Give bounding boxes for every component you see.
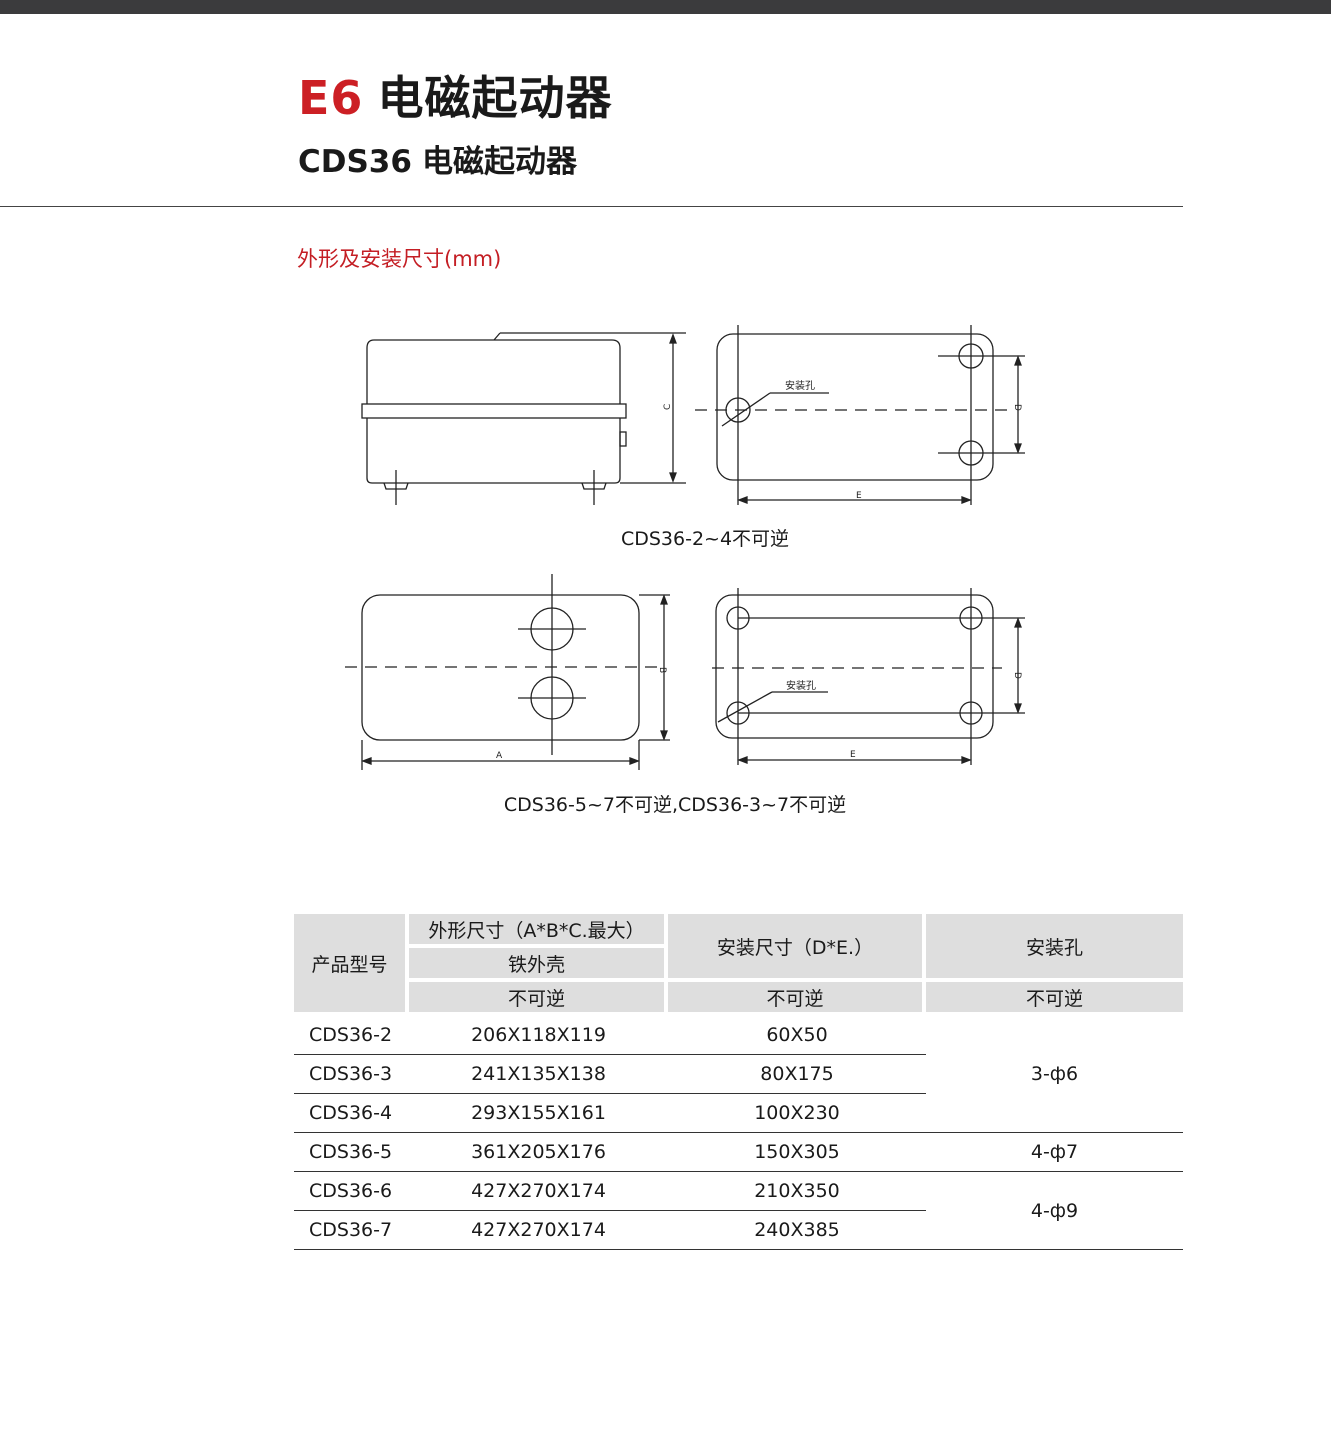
table-row: CDS36-2 206X118X119 60X50 3-ф6: [294, 1016, 1183, 1133]
table-row: CDS36-5 361X205X176 150X305 4-ф7: [294, 1133, 1183, 1172]
header-housing: 铁外壳: [409, 948, 668, 982]
cell-hole: 4-ф7: [926, 1133, 1183, 1172]
cell-model: CDS36-4: [294, 1094, 409, 1133]
cell-model: CDS36-6: [294, 1172, 409, 1211]
cell-mounting: 150X305: [668, 1133, 926, 1172]
cell-outline: 241X135X138: [409, 1055, 668, 1094]
cell-mounting: 240X385: [668, 1211, 926, 1250]
section-title: 电磁起动器: [377, 71, 613, 125]
label-e-2: E: [850, 750, 856, 760]
label-d-2: D: [1012, 672, 1022, 679]
cell-outline: 206X118X119: [409, 1016, 668, 1055]
side-view-drawing: [361, 332, 686, 505]
label-e-1: E: [856, 491, 862, 501]
label-mount-hole-1: 安装孔: [785, 379, 815, 392]
header-outline: 外形尺寸（A*B*C.最大）: [409, 914, 668, 948]
header-model: 产品型号: [294, 914, 409, 1016]
label-c: C: [663, 404, 673, 410]
front-view-drawing: [345, 574, 670, 770]
top-view-drawing-2: [712, 588, 1025, 765]
section-heading: 外形及安装尺寸(mm): [297, 247, 502, 271]
header-hole: 安装孔: [926, 914, 1183, 982]
product-code: CDS36: [298, 144, 412, 180]
drawing-caption-2: CDS36-5~7不可逆,CDS36-3~7不可逆: [503, 794, 847, 816]
drawing-caption-1: CDS36-2~4不可逆: [620, 528, 790, 550]
label-mount-hole-2: 安装孔: [786, 679, 816, 692]
top-view-drawing-1: [695, 325, 1025, 505]
cell-mounting: 60X50: [668, 1016, 926, 1055]
table-row: CDS36-6 427X270X174 210X350 4-ф9: [294, 1172, 1183, 1250]
header-nonrev-outline: 不可逆: [409, 982, 668, 1016]
cell-mounting: 210X350: [668, 1172, 926, 1211]
cell-outline: 361X205X176: [409, 1133, 668, 1172]
label-a: A: [496, 751, 503, 761]
table-row: CDS36-7 427X270X174 240X385: [294, 1211, 1183, 1250]
table-row: CDS36-3 241X135X138 80X175: [294, 1055, 1183, 1094]
cell-outline: 427X270X174: [409, 1211, 668, 1250]
section-code: E6: [298, 71, 364, 125]
cell-model: CDS36-7: [294, 1211, 409, 1250]
table-row: CDS36-4 293X155X161 100X230: [294, 1094, 1183, 1133]
header-divider: [0, 206, 1183, 207]
cell-hole: 4-ф9: [926, 1172, 1183, 1250]
cell-outline: 427X270X174: [409, 1172, 668, 1211]
label-d-1: D: [1012, 404, 1022, 411]
cell-hole: 3-ф6: [926, 1016, 1183, 1133]
cell-mounting: 80X175: [668, 1055, 926, 1094]
label-b: B: [657, 667, 667, 673]
cell-model: CDS36-2: [294, 1016, 409, 1055]
dimension-drawings: C 安装孔 D E B A 安装孔 D E: [345, 325, 1025, 770]
header-nonrev-hole: 不可逆: [926, 982, 1183, 1016]
cell-outline: 293X155X161: [409, 1094, 668, 1133]
product-title-text: 电磁起动器: [421, 144, 577, 180]
header-nonrev-mounting: 不可逆: [668, 982, 926, 1016]
cell-mounting: 100X230: [668, 1094, 926, 1133]
header-mounting: 安装尺寸（D*E.）: [668, 914, 926, 982]
cell-model: CDS36-3: [294, 1055, 409, 1094]
spec-table: 产品型号 外形尺寸（A*B*C.最大） 安装尺寸（D*E.） 安装孔 铁外壳 不…: [294, 914, 1183, 1250]
cell-model: CDS36-5: [294, 1133, 409, 1172]
top-bar: [0, 0, 1331, 14]
